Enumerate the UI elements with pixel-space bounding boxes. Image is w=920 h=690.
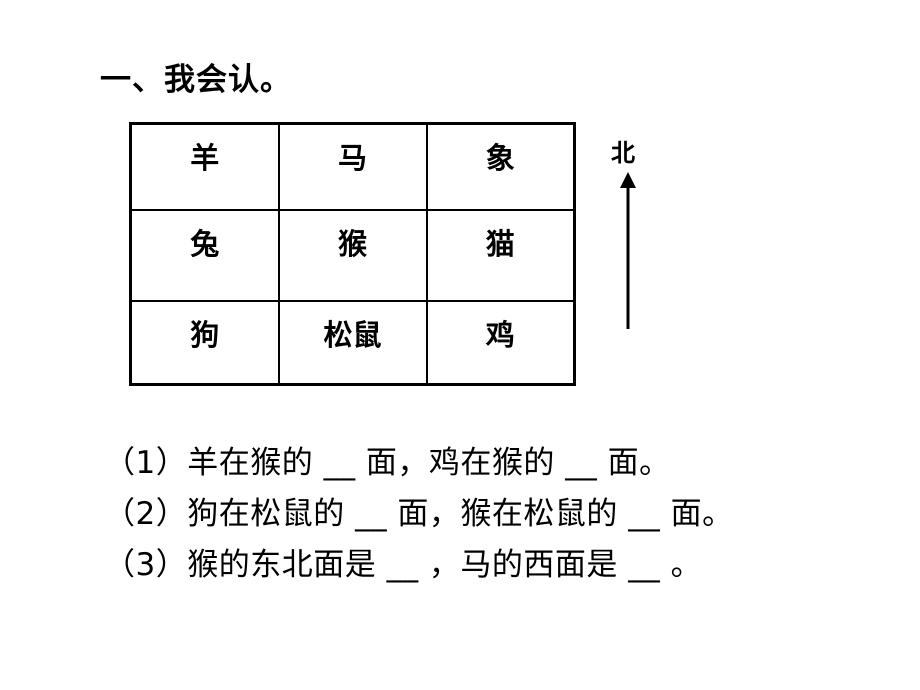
grid-row: 狗 松鼠 鸡: [129, 299, 576, 386]
grid-row: 羊 马 象: [129, 122, 576, 211]
grid-cell: 兔: [129, 208, 280, 302]
grid-cell: 鸡: [425, 299, 576, 386]
section-heading: 一、我会认。: [100, 62, 292, 98]
grid-cell: 羊: [129, 122, 280, 211]
question-1: （1）羊在猴的 __ 面，鸡在猴的 __ 面。: [104, 445, 671, 481]
grid-cell: 猫: [425, 208, 576, 302]
grid-cell: 松鼠: [277, 299, 428, 386]
grid-row: 兔 猴 猫: [129, 208, 576, 302]
question-3: （3）猴的东北面是 __ ，马的西面是 __ 。: [104, 547, 703, 583]
question-2: （2）狗在松鼠的 __ 面，猴在松鼠的 __ 面。: [104, 496, 734, 532]
grid-cell: 马: [277, 122, 428, 211]
north-arrow-icon: [620, 172, 636, 329]
animal-grid: 羊 马 象 兔 猴 猫 狗 松鼠 鸡: [129, 122, 576, 386]
north-label: 北: [611, 139, 635, 167]
grid-cell: 狗: [129, 299, 280, 386]
grid-cell: 猴: [277, 208, 428, 302]
grid-cell: 象: [425, 122, 576, 211]
